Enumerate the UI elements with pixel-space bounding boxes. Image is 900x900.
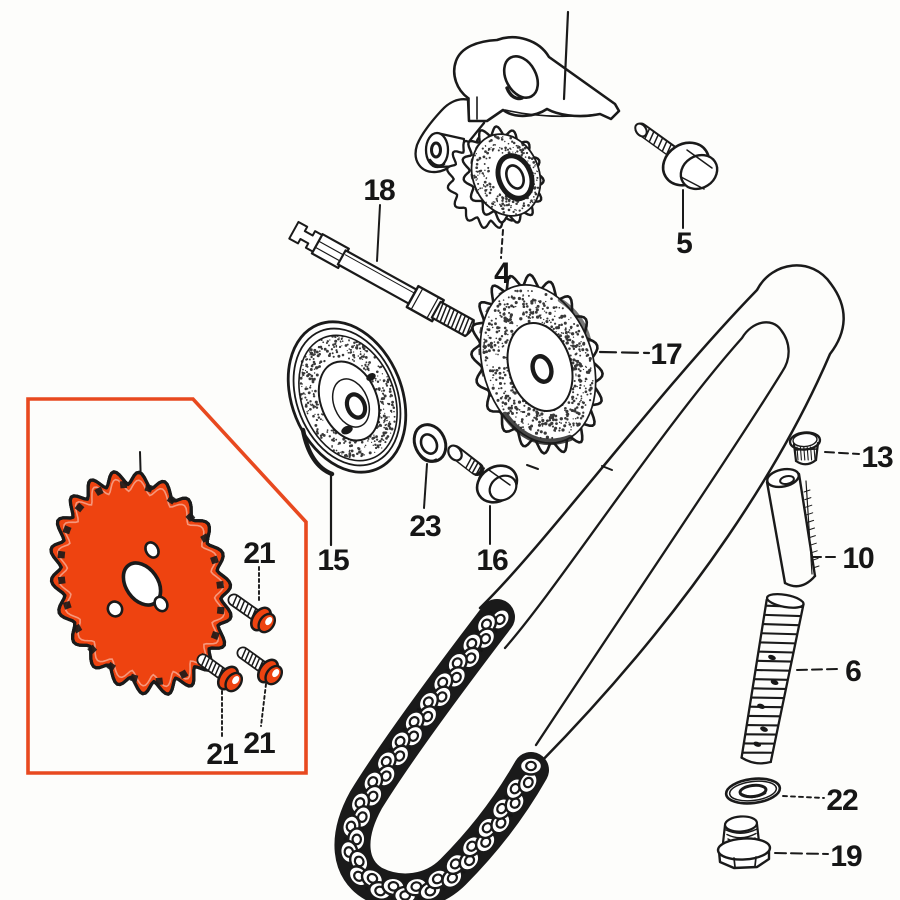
tensioner-arm xyxy=(414,36,621,174)
chain-guide-roller xyxy=(286,320,408,477)
highlighted-sprocket xyxy=(49,451,233,696)
guide-roller-shaft xyxy=(288,220,475,338)
part-label-22: 22 xyxy=(826,784,858,817)
plain-washer xyxy=(412,423,448,463)
part-label-10: 10 xyxy=(842,542,874,575)
tensioner-arm-bolt xyxy=(634,122,719,191)
part-label-21a: 21 xyxy=(243,537,275,570)
highlight-box xyxy=(26,397,308,775)
part-label-19: 19 xyxy=(830,840,862,873)
tensioner-stack xyxy=(716,431,822,870)
tensioner-sprocket xyxy=(445,125,545,230)
part-label-23: 23 xyxy=(409,510,441,543)
cam-sprocket xyxy=(470,273,604,455)
part-label-16: 16 xyxy=(476,544,508,577)
part-label-4: 4 xyxy=(494,257,511,290)
part-label-6: 6 xyxy=(845,655,861,688)
flange-bolt xyxy=(447,444,519,504)
part-labels: 4 5 6 10 13 15 16 17 18 19 21 21 21 22 2… xyxy=(206,174,894,873)
part-label-17: 17 xyxy=(650,338,682,371)
cam-chain xyxy=(334,264,845,900)
leader-lines xyxy=(221,10,860,855)
part-label-21b: 21 xyxy=(206,738,238,771)
sprocket-bolts xyxy=(196,593,284,693)
part-label-21c: 21 xyxy=(243,727,275,760)
part-label-5: 5 xyxy=(676,227,692,260)
part-label-13: 13 xyxy=(861,441,893,474)
part-label-15: 15 xyxy=(317,544,349,577)
part-label-18: 18 xyxy=(363,174,395,207)
